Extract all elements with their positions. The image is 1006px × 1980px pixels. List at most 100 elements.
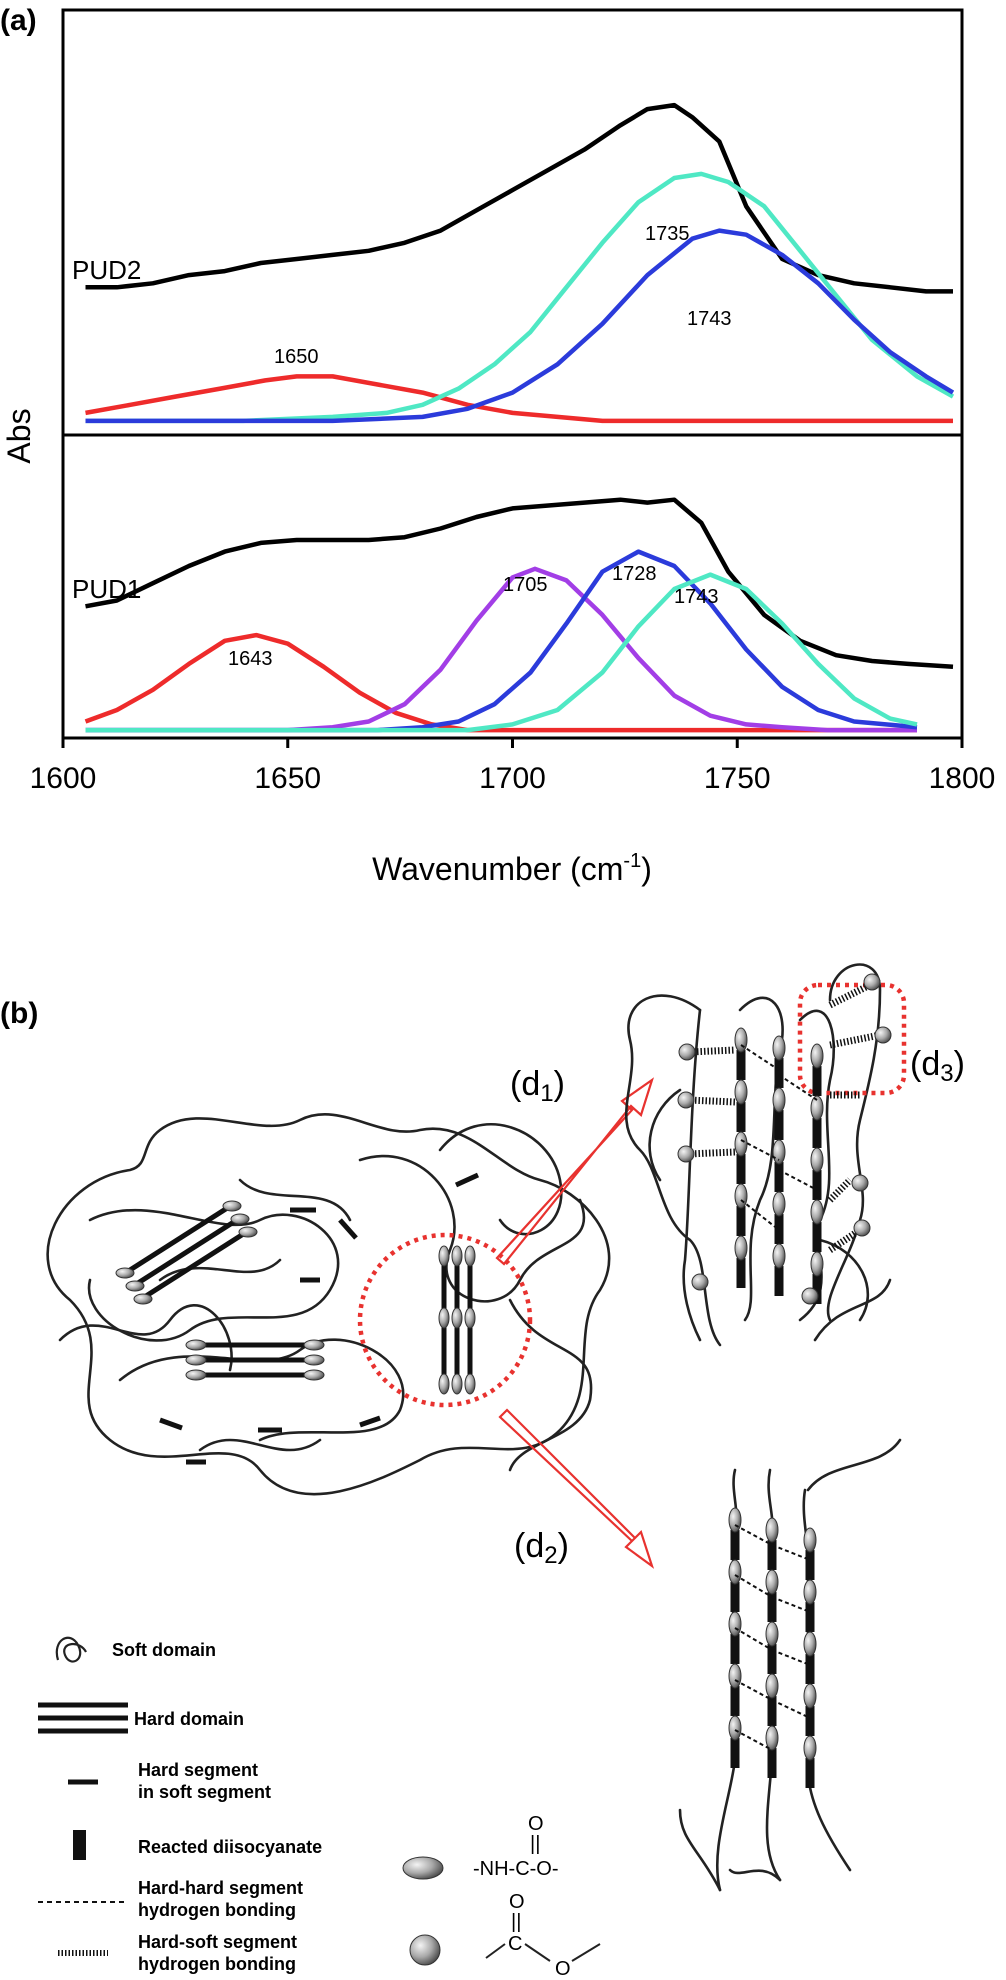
ester-oxygen: O bbox=[555, 1958, 571, 1980]
urethane-bead bbox=[133, 1293, 153, 1305]
urethane-bead bbox=[803, 1579, 817, 1605]
x-tick-label: 1650 bbox=[254, 762, 321, 795]
urethane-key: O || -NH-C-O- bbox=[402, 1813, 559, 1880]
urethane-bead bbox=[438, 1245, 450, 1267]
urethane-bead bbox=[438, 1307, 450, 1329]
legend-label: Hard domain bbox=[134, 1709, 244, 1729]
hard-soft-hbond bbox=[687, 1148, 736, 1158]
hard-hard-hbond bbox=[778, 1169, 818, 1191]
hard-domain-1 bbox=[128, 1202, 250, 1299]
peak-label-1650: 1650 bbox=[274, 346, 319, 368]
urethane-bead bbox=[772, 1191, 786, 1217]
hard-hard-hbond bbox=[778, 1074, 818, 1101]
x-tick-label: 1750 bbox=[704, 762, 771, 795]
urethane-bead bbox=[772, 1139, 786, 1165]
hard-soft-hbond bbox=[829, 1031, 881, 1049]
urethane-bead bbox=[772, 1035, 786, 1061]
urethane-bead bbox=[765, 1569, 779, 1595]
x-axis-title: Wavenumber (cm-1) bbox=[372, 850, 652, 887]
hard-hard-hbond bbox=[740, 1044, 780, 1071]
hard-hard-hbond bbox=[771, 1649, 811, 1666]
legend-label: Reacted diisocyanate bbox=[138, 1837, 322, 1857]
peak-label-1728: 1728 bbox=[612, 563, 657, 585]
panel-b-label: (b) bbox=[0, 997, 38, 1030]
ester-bead bbox=[853, 1219, 871, 1237]
urethane-bead bbox=[803, 1631, 817, 1657]
series-pud2-1735 bbox=[85, 171, 955, 424]
urethane-bead bbox=[238, 1226, 258, 1238]
label-d1: (d1) bbox=[510, 1065, 565, 1107]
d2-structure bbox=[678, 1438, 902, 1892]
legend-hard-domain: Hard domain bbox=[38, 1702, 244, 1734]
urethane-bead bbox=[772, 1243, 786, 1269]
hard-segments-in-soft bbox=[159, 1172, 480, 1465]
hard-soft-hbond bbox=[687, 1096, 736, 1106]
urethane-bead bbox=[303, 1354, 325, 1366]
panel-a-label: (a) bbox=[0, 4, 37, 37]
urethane-bead bbox=[438, 1373, 450, 1395]
hard-hard-hbond bbox=[734, 1574, 773, 1598]
urethane-bead bbox=[185, 1369, 207, 1381]
hard-soft-hbond bbox=[828, 981, 872, 1009]
hard-hard-hbond bbox=[740, 1199, 780, 1231]
urethane-bead bbox=[728, 1559, 742, 1585]
hard-hard-hbond bbox=[734, 1679, 773, 1701]
urethane-bead bbox=[451, 1307, 463, 1329]
pud1-panel bbox=[84, 497, 954, 733]
network-urethane-beads bbox=[115, 1200, 476, 1395]
urethane-bead bbox=[810, 1147, 824, 1173]
urethane-bead bbox=[125, 1280, 145, 1292]
legend-label: hydrogen bonding bbox=[138, 1900, 296, 1920]
legend-label: Hard-hard segment bbox=[138, 1878, 303, 1898]
urethane-bead bbox=[810, 1095, 824, 1121]
urethane-bead bbox=[728, 1611, 742, 1637]
urethane-bead bbox=[728, 1715, 742, 1741]
urethane-bead bbox=[451, 1373, 463, 1395]
urethane-bead-icon bbox=[402, 1856, 444, 1880]
hard-soft-hbond bbox=[827, 1177, 853, 1203]
urethane-bead bbox=[303, 1369, 325, 1381]
urethane-bead bbox=[765, 1673, 779, 1699]
urethane-formula: -NH-C-O- bbox=[473, 1858, 559, 1880]
legend-hard-soft-hbond: Hard-soft segment hydrogen bonding bbox=[58, 1932, 297, 1974]
series-pud2-1743 bbox=[85, 228, 955, 424]
hard-hard-hbond bbox=[734, 1729, 773, 1751]
diisocyanate-icon bbox=[73, 1830, 86, 1860]
urethane-bead bbox=[185, 1339, 207, 1351]
urethane-bead bbox=[803, 1735, 817, 1761]
ester-bead bbox=[801, 1287, 819, 1305]
legend-hard-segment: Hard segment in soft segment bbox=[68, 1760, 271, 1802]
hard-hard-hbond bbox=[740, 1139, 780, 1161]
d1-bonds bbox=[677, 973, 892, 1305]
soft-domain-icon bbox=[55, 1636, 87, 1663]
urethane-bead bbox=[734, 1183, 748, 1209]
hard-hard-hbond bbox=[771, 1699, 811, 1719]
series-pud1-1705 bbox=[85, 566, 917, 733]
urethane-bead bbox=[734, 1131, 748, 1157]
plot-frame bbox=[61, 8, 964, 740]
urethane-bead bbox=[728, 1663, 742, 1689]
series-pud1-1728 bbox=[85, 549, 918, 733]
legend-label: Soft domain bbox=[112, 1640, 216, 1660]
hard-soft-hbond bbox=[689, 1046, 736, 1056]
legend-label: in soft segment bbox=[138, 1782, 271, 1802]
series-pud2-envelope bbox=[85, 102, 953, 294]
polymer-network bbox=[46, 1113, 611, 1496]
legend-soft-domain: Soft domain bbox=[55, 1636, 216, 1663]
hard-soft-hbond bbox=[828, 1227, 862, 1253]
ester-bead bbox=[851, 1174, 869, 1192]
legend: Soft domain Hard domain Hard segment in … bbox=[38, 1636, 322, 1974]
d1-structure bbox=[624, 963, 892, 1347]
urethane-bead bbox=[810, 1199, 824, 1225]
legend-label: Hard segment bbox=[138, 1760, 258, 1780]
d2-bonds bbox=[728, 1507, 817, 1788]
peak-label-1743-pud1: 1743 bbox=[674, 586, 719, 608]
ester-bead bbox=[677, 1091, 695, 1109]
hard-hard-hbond bbox=[734, 1524, 773, 1546]
urethane-bead bbox=[115, 1267, 135, 1279]
highlight-circle bbox=[357, 1232, 533, 1408]
legend-label: hydrogen bonding bbox=[138, 1954, 296, 1974]
